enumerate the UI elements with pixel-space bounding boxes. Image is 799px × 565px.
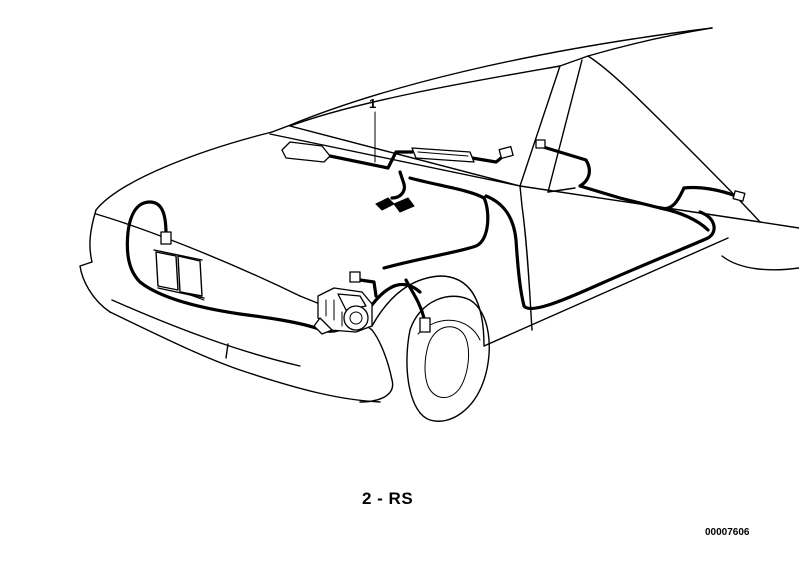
engine-connector [349, 271, 361, 283]
windshield-module [411, 147, 475, 163]
bulkhead-connector-right [393, 197, 415, 213]
control-unit [281, 141, 331, 163]
wiring-harness [125, 144, 738, 333]
variant-label: 2 - RS [362, 489, 414, 508]
wheel-sensor-connector [419, 317, 431, 333]
hydraulic-unit [313, 287, 373, 335]
rear-connector [732, 190, 746, 202]
harness-components [160, 139, 746, 335]
reference-number: 00007606 [705, 527, 750, 538]
callout-number: 1 [369, 96, 377, 111]
front-sensor-connector [160, 231, 172, 245]
windshield-connector [498, 145, 514, 160]
pillar-connector [535, 139, 546, 149]
bulkhead-connector-left [375, 197, 395, 211]
car-body-outline [79, 27, 799, 422]
